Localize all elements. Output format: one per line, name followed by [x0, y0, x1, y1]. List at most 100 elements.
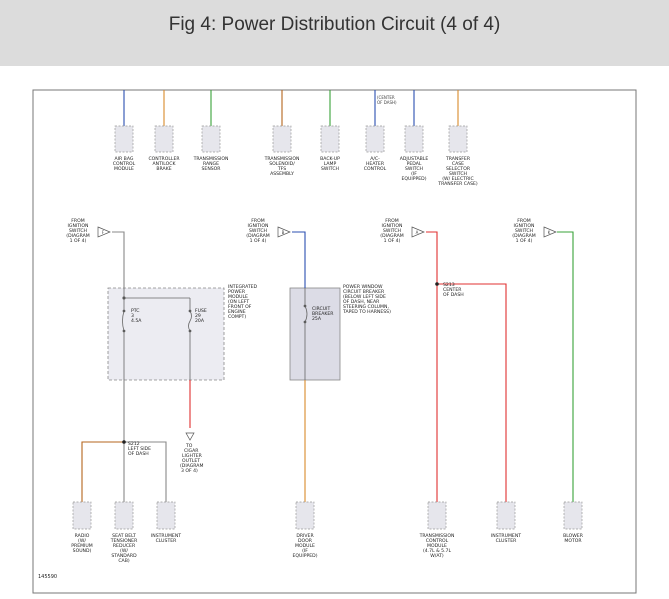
- bottom-module-box: [114, 501, 134, 530]
- cigar-line-4: OUTLET: [182, 458, 200, 464]
- ipm-label-line-5: FRONT OF: [228, 304, 252, 310]
- connector-letter: F: [102, 230, 105, 235]
- bottom-module-label: (4.7L & 5.7L: [423, 548, 451, 554]
- ipm-label-line-3: MODULE: [228, 294, 248, 300]
- splice-left-line-3: OF DASH: [128, 451, 149, 457]
- wire-ign-a: [426, 231, 438, 284]
- bottom-module-label: REDUCER: [113, 543, 136, 549]
- bottom-module-label: CAB): [118, 558, 130, 564]
- top-module-label: AIR BAG: [115, 156, 134, 162]
- top-module-label: TRANSMISSION: [193, 156, 229, 162]
- bottom-module-label: CONTROL: [426, 538, 449, 544]
- breaker-label-2: CIRCUIT BREAKER: [343, 289, 385, 295]
- center-of-dash-line-1: (CENTER: [377, 95, 395, 100]
- splice-left-dot: [122, 440, 126, 444]
- cigar-line-6: 3 OF 4): [181, 468, 198, 474]
- ptc-line-2: 3: [131, 313, 134, 319]
- bottom-module-label: CLUSTER: [496, 538, 518, 544]
- ignition-source-label: SWITCH: [383, 228, 401, 234]
- ignition-source-label: FROM: [517, 218, 530, 224]
- top-module-label: ASSEMBLY: [270, 171, 294, 177]
- top-module-label: SENSOR: [202, 166, 222, 172]
- splice-right-label: S213 CENTER OF DASH: [443, 282, 464, 298]
- bottom-module-label: DOOR: [298, 538, 313, 544]
- bottom-module-label: PREMIUM: [71, 543, 93, 549]
- splice-right-line-2: CENTER: [443, 287, 462, 293]
- bottom-module-label: BLOWER: [563, 533, 584, 539]
- wire-ign-f: [112, 231, 125, 288]
- fuse-line-3: 20A: [195, 318, 205, 324]
- splice-right-line-3: OF DASH: [443, 292, 464, 298]
- top-module-label: SWITCH: [321, 166, 339, 172]
- splice-left-line-2: LEFT SIDE: [128, 446, 151, 452]
- ipm-label-line-4: (ON LEFT: [228, 299, 249, 305]
- ipm-label-line-6: ENGINE: [228, 309, 246, 315]
- ipm-label: INTEGRATED POWER MODULE (ON LEFT FRONT O…: [228, 284, 258, 320]
- bottom-module-label: (W/: [120, 548, 128, 554]
- diagram-frame: [32, 89, 637, 594]
- bottom-module-label: INSTRUMENT: [151, 533, 181, 539]
- bottom-module-label: MODULE: [427, 543, 447, 549]
- ignition-source-label: FROM: [251, 218, 264, 224]
- bottom-module-label: INSTRUMENT: [491, 533, 521, 539]
- ipm-box: [107, 287, 225, 381]
- ignition-source-label: SWITCH: [249, 228, 267, 234]
- wire-s213-cluster: [437, 283, 507, 502]
- top-module-box: [448, 125, 468, 153]
- wire-splice-radio: [81, 441, 124, 502]
- top-module-box: [320, 125, 340, 153]
- ignition-source-label: IGNITION: [68, 223, 89, 229]
- top-module-box: [154, 125, 174, 153]
- ignition-source-label: IGNITION: [248, 223, 269, 229]
- top-module-label: ADJUSTABLE: [400, 156, 429, 162]
- bottom-module-label: DRIVER: [296, 533, 314, 539]
- top-module-box: [404, 125, 424, 153]
- top-module-label: (IF: [411, 171, 417, 177]
- figure-title: Fig 4: Power Distribution Circuit (4 of …: [168, 14, 501, 35]
- fuse-line-1: FUSE: [195, 308, 207, 314]
- ignition-source-label: IGNITION: [514, 223, 535, 229]
- top-module-label: SOLENOID/: [269, 161, 295, 167]
- top-module-label: TRANSMISSION: [264, 156, 300, 162]
- bottom-module-label: SOUND): [73, 548, 92, 554]
- circuit-breaker-box: [289, 287, 341, 381]
- ignition-source-label: 1 OF 4): [384, 238, 401, 244]
- top-module-label: LAMP: [324, 161, 337, 167]
- cigar-line-1: TO: [185, 443, 193, 449]
- breaker-line-1: CIRCUIT: [312, 306, 330, 312]
- fuse-label: FUSE 29 20A: [195, 308, 207, 324]
- bottom-module-label: (W/: [78, 538, 86, 544]
- diagram-id: 145590: [38, 574, 57, 580]
- ignition-source-label: 1 OF 4): [250, 238, 267, 244]
- top-module-label: TRANSFER CASE): [437, 181, 478, 187]
- bottom-module-label: CLUSTER: [156, 538, 178, 544]
- connector-letter: A: [416, 230, 419, 235]
- top-module-label: SWITCH: [405, 166, 423, 172]
- breaker-label: POWER WINDOW CIRCUIT BREAKER (BELOW LEFT…: [342, 284, 391, 315]
- breaker-line-2: BREAKER: [312, 311, 334, 317]
- bottom-module-label: TENSIONER: [110, 538, 138, 544]
- source-wires: [112, 231, 574, 502]
- bottom-module-box: [496, 501, 516, 530]
- center-of-dash-note: (CENTER OF DASH): [377, 95, 397, 105]
- center-of-dash-line-2: OF DASH): [377, 100, 397, 105]
- bottom-module-label: STANDARD: [111, 553, 137, 559]
- ignition-source-label: FROM: [71, 218, 84, 224]
- top-module-label: CONTROLLER: [148, 156, 180, 162]
- breaker-label-4: OF DASH, NEAR: [343, 299, 380, 305]
- breaker-internal: [303, 288, 308, 380]
